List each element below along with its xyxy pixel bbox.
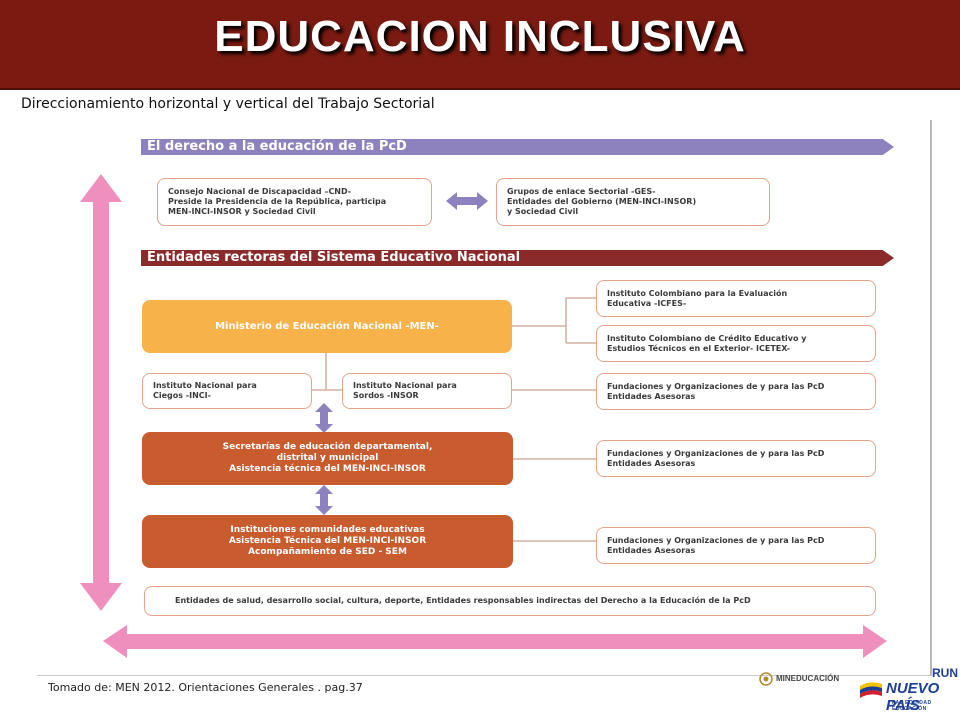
men-box: Ministerio de Educación Nacional -MEN- (142, 300, 512, 353)
shield-icon (759, 672, 773, 686)
secretarias-box: Secretarías de educación departamental, … (142, 432, 513, 485)
salud-box: Entidades de salud, desarrollo social, c… (144, 586, 876, 616)
instituciones-line-3: Acompañamiento de SED - SEM (248, 547, 407, 557)
entities-banner: Entidades rectoras del Sistema Educativo… (141, 250, 894, 266)
ges-line-3: y Sociedad Civil (507, 207, 579, 216)
instituciones-line-1: Instituciones comunidades educativas (230, 525, 425, 535)
cnd-line-1: Consejo Nacional de Discapacidad –CND- (168, 187, 352, 196)
vertical-pink-double-arrow (80, 174, 122, 611)
men-label: Ministerio de Educación Nacional -MEN- (215, 320, 439, 332)
secretarias-line-3: Asistencia técnica del MEN-INCI-INSOR (229, 464, 426, 474)
nuevo-pais-text: NUEVO PAÍS (886, 680, 940, 714)
cnd-box: Consejo Nacional de Discapacidad –CND- P… (157, 178, 432, 226)
fundaciones-1-line-2: Entidades Asesoras (607, 391, 696, 401)
inci-line-1: Instituto Nacional para (153, 381, 257, 390)
inci-line-2: Ciegos -INCI- (153, 391, 211, 400)
icetex-box: Instituto Colombiano de Crédito Educativ… (596, 325, 876, 362)
inci-box: Instituto Nacional para Ciegos -INCI- (142, 373, 312, 409)
connector-lines (312, 297, 597, 542)
horizontal-pink-double-arrow (103, 625, 887, 658)
source-footer: Tomado de: MEN 2012. Orientaciones Gener… (48, 681, 363, 694)
nuevo-pais-logo: RUN NUEVO PAÍS PAZ EQUIDAD EDUCACIÓN (858, 664, 958, 718)
fundaciones-3-line-2: Entidades Asesoras (607, 545, 696, 555)
fundaciones-1-line-1: Fundaciones y Organizaciones de y para l… (607, 381, 825, 391)
cnd-ges-double-arrow (446, 192, 488, 210)
icetex-line-1: Instituto Colombiano de Crédito Educativ… (607, 333, 807, 343)
fundaciones-box-3: Fundaciones y Organizaciones de y para l… (596, 527, 876, 564)
insor-line-1: Instituto Nacional para (353, 381, 457, 390)
icetex-line-2: Estudios Técnicos en el Exterior- ICETEX… (607, 343, 791, 353)
icfes-box: Instituto Colombiano para la Evaluación … (596, 280, 876, 317)
cnd-line-2: Preside la Presidencia de la República, … (168, 197, 387, 206)
secretarias-line-2: distrital y municipal (276, 453, 379, 463)
instituciones-line-2: Asistencia Técnica del MEN-INCI-INSOR (228, 536, 427, 546)
mineducacion-text: MINEDUCACIÓN (776, 674, 840, 683)
insor-box: Instituto Nacional para Sordos -INSOR (342, 373, 512, 409)
flag-swoosh-icon (860, 682, 882, 698)
fundaciones-3-line-1: Fundaciones y Organizaciones de y para l… (607, 535, 825, 545)
fundaciones-box-2: Fundaciones y Organizaciones de y para l… (596, 440, 876, 477)
slide-subtitle: Direccionamiento horizontal y vertical d… (21, 96, 435, 112)
salud-label: Entidades de salud, desarrollo social, c… (175, 596, 751, 605)
fundaciones-box-1: Fundaciones y Organizaciones de y para l… (596, 373, 876, 410)
vertical-purple-arrow-1 (315, 403, 333, 433)
instituciones-box: Instituciones comunidades educativas Asi… (142, 515, 513, 568)
insor-line-2: Sordos -INSOR (353, 391, 419, 400)
tagline-text: PAZ EQUIDAD EDUCACIÓN (892, 700, 932, 712)
ges-line-2: Entidades del Gobierno (MEN-INCI-INSOR) (507, 197, 697, 206)
ges-line-1: Grupos de enlace Sectorial -GES- (507, 187, 656, 196)
icfes-line-2: Educativa -ICFES- (607, 298, 687, 308)
cnd-line-3: MEN-INCI-INSOR y Sociedad Civil (168, 207, 316, 216)
prosperidad-top-text: RUN (932, 666, 958, 680)
icfes-line-1: Instituto Colombiano para la Evaluación (607, 288, 788, 298)
vertical-purple-arrow-2 (315, 485, 333, 515)
title-bar: EDUCACION INCLUSIVA (0, 0, 960, 90)
rights-banner: El derecho a la educación de la PcD (141, 139, 894, 155)
secretarias-line-1: Secretarías de educación departamental, (222, 442, 433, 452)
slide-title: EDUCACION INCLUSIVA (214, 12, 746, 61)
ges-box: Grupos de enlace Sectorial -GES- Entidad… (496, 178, 770, 226)
mineducacion-logo: MINEDUCACIÓN (759, 670, 851, 688)
fundaciones-2-line-2: Entidades Asesoras (607, 458, 696, 468)
fundaciones-2-line-1: Fundaciones y Organizaciones de y para l… (607, 448, 825, 458)
diagram-frame (37, 120, 932, 676)
